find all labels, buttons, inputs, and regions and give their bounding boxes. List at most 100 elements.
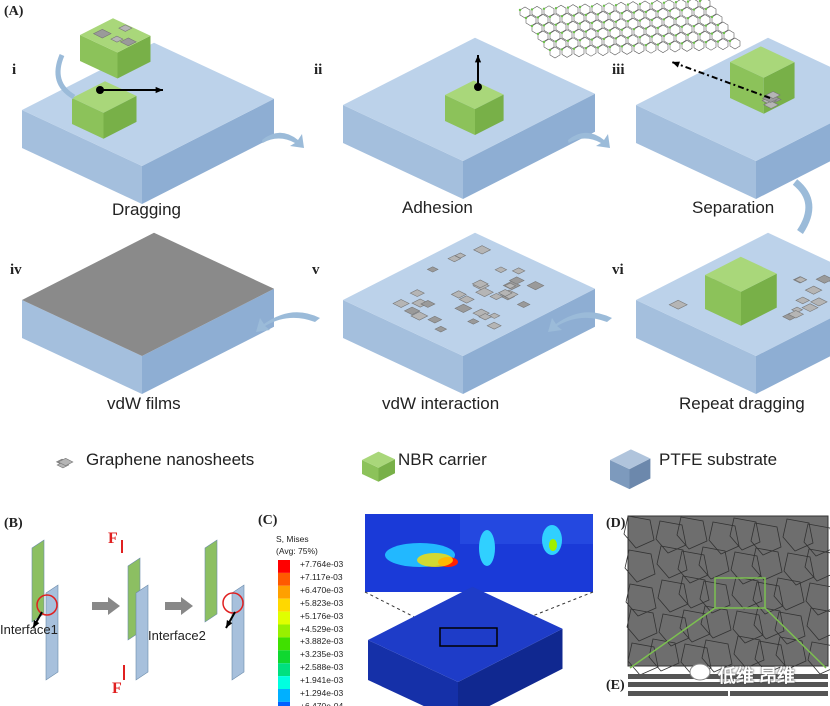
graphene-atom — [530, 24, 534, 28]
graphene-lattice — [663, 32, 675, 45]
nbr-carrier-ii-top-face — [445, 80, 504, 109]
graphene-atom — [668, 9, 672, 12]
nbr-carrier-vi-top-face — [705, 256, 777, 292]
graphene-lattice — [645, 8, 657, 21]
contour-mid — [417, 553, 453, 567]
graphene-atom — [704, 7, 708, 11]
graphene-atom — [716, 40, 720, 43]
graphene-lattice — [693, 39, 705, 52]
layer-bar — [628, 682, 828, 687]
legend-ptfe-icon-left-face — [610, 460, 630, 490]
mises-color-swatch — [278, 572, 290, 586]
graphene-lattice — [609, 43, 621, 56]
nbr-carrier-flipped-left-face — [80, 35, 118, 79]
legend-ptfe-icon-right-face — [629, 458, 651, 490]
ptfe-substrate-v-top-face — [343, 232, 595, 356]
layer-bar — [628, 691, 728, 696]
graphene-lattice — [657, 41, 669, 53]
step-label-vdw-interaction: vdW interaction — [382, 394, 500, 413]
graphene-lattice — [537, 14, 549, 26]
nbr-carrier-ii-right-face — [475, 94, 504, 135]
step-numeral-i: i — [12, 62, 17, 78]
graphene-flake — [765, 91, 781, 99]
graphene-flake — [450, 290, 467, 299]
graphene-flake — [810, 297, 828, 307]
graphene-atom — [620, 28, 624, 31]
graphene-flake — [526, 281, 545, 291]
graphene-lattice — [711, 30, 723, 42]
mises-color-swatch — [278, 637, 290, 651]
graphene-atom — [554, 40, 558, 43]
graphene-atom — [614, 37, 618, 40]
carrier-flake — [92, 28, 112, 39]
graphene-atom — [728, 39, 732, 43]
ptfe-substrate-ii-left-face — [343, 105, 463, 199]
ptfe-substrate-vi-left-face — [636, 300, 756, 394]
graphene-flake — [471, 279, 489, 289]
graphene-atom — [650, 18, 654, 22]
graphene-atom — [650, 2, 654, 5]
graphene-atom — [542, 40, 546, 44]
grain-boundary — [806, 607, 830, 641]
graphene-lattice — [681, 23, 693, 36]
graphene-lattice — [621, 26, 633, 39]
layer-bar — [730, 691, 828, 696]
graphene-atom — [614, 3, 618, 7]
graphene-flake — [508, 276, 525, 285]
graphene-flake — [454, 303, 473, 313]
ptfe-substrate-i-right-face — [142, 98, 274, 204]
graphene-lattice — [543, 38, 555, 51]
graphene-lattice — [711, 13, 723, 26]
graphene-atom — [524, 16, 528, 20]
graphene-atom — [608, 29, 612, 32]
mises-scale-value: +6.470e-04 — [300, 700, 344, 706]
b-ptfe-plate — [135, 584, 149, 681]
graphene-atom — [596, 29, 600, 33]
graphene-lattice — [519, 6, 531, 19]
panel-label-e: (E) — [606, 678, 625, 693]
graphene-atom — [680, 42, 684, 45]
graphene-lattice — [597, 27, 609, 40]
carrier-flake — [110, 35, 124, 43]
step-label-repeat-dragging: Repeat dragging — [679, 394, 805, 413]
nbr-carrier-flipped-top-face — [80, 18, 151, 53]
graphene-atom — [590, 21, 594, 25]
contour-mid — [549, 539, 557, 551]
step-numeral-ii: ii — [314, 62, 323, 78]
step-numeral-iii: iii — [612, 62, 625, 78]
graphene-atom — [710, 15, 714, 19]
graphene-lattice — [549, 30, 561, 42]
carrier-flake — [118, 24, 133, 32]
zoom-box — [439, 627, 498, 647]
graphene-lattice — [615, 18, 627, 31]
graphene-atom — [578, 22, 582, 25]
graphene-flake — [426, 266, 439, 273]
graphene-flake — [668, 299, 688, 310]
step-numeral-v: v — [312, 262, 320, 278]
graphene-atom — [680, 9, 684, 12]
graphene-atom — [602, 37, 606, 41]
ptfe-substrate-iv-right-face — [142, 288, 274, 394]
graphene-lattice — [615, 1, 627, 14]
grain-boundary — [731, 576, 763, 610]
graphene-lattice — [585, 11, 597, 24]
graphene-lattice — [627, 17, 639, 30]
graphene-atom — [608, 45, 612, 49]
graphene-lattice — [651, 16, 663, 29]
mises-scale-value: +1.294e-03 — [300, 688, 344, 699]
graphene-atom — [692, 8, 696, 11]
graphene-flake — [420, 300, 436, 308]
graphene-atom — [716, 23, 720, 27]
graphene-lattice — [531, 22, 543, 35]
graphene-lattice — [699, 14, 711, 26]
step-arrow-icon — [92, 597, 120, 615]
grain-boundary — [678, 575, 710, 609]
graphene-atom — [548, 15, 552, 18]
grain-boundary — [700, 605, 732, 639]
grain-boundary — [679, 609, 711, 643]
graphene-lattice — [531, 6, 543, 18]
graphene-flake — [472, 245, 492, 255]
grain-boundary — [624, 549, 656, 583]
graphene-lattice — [681, 6, 693, 19]
graphene-lattice — [675, 0, 687, 11]
